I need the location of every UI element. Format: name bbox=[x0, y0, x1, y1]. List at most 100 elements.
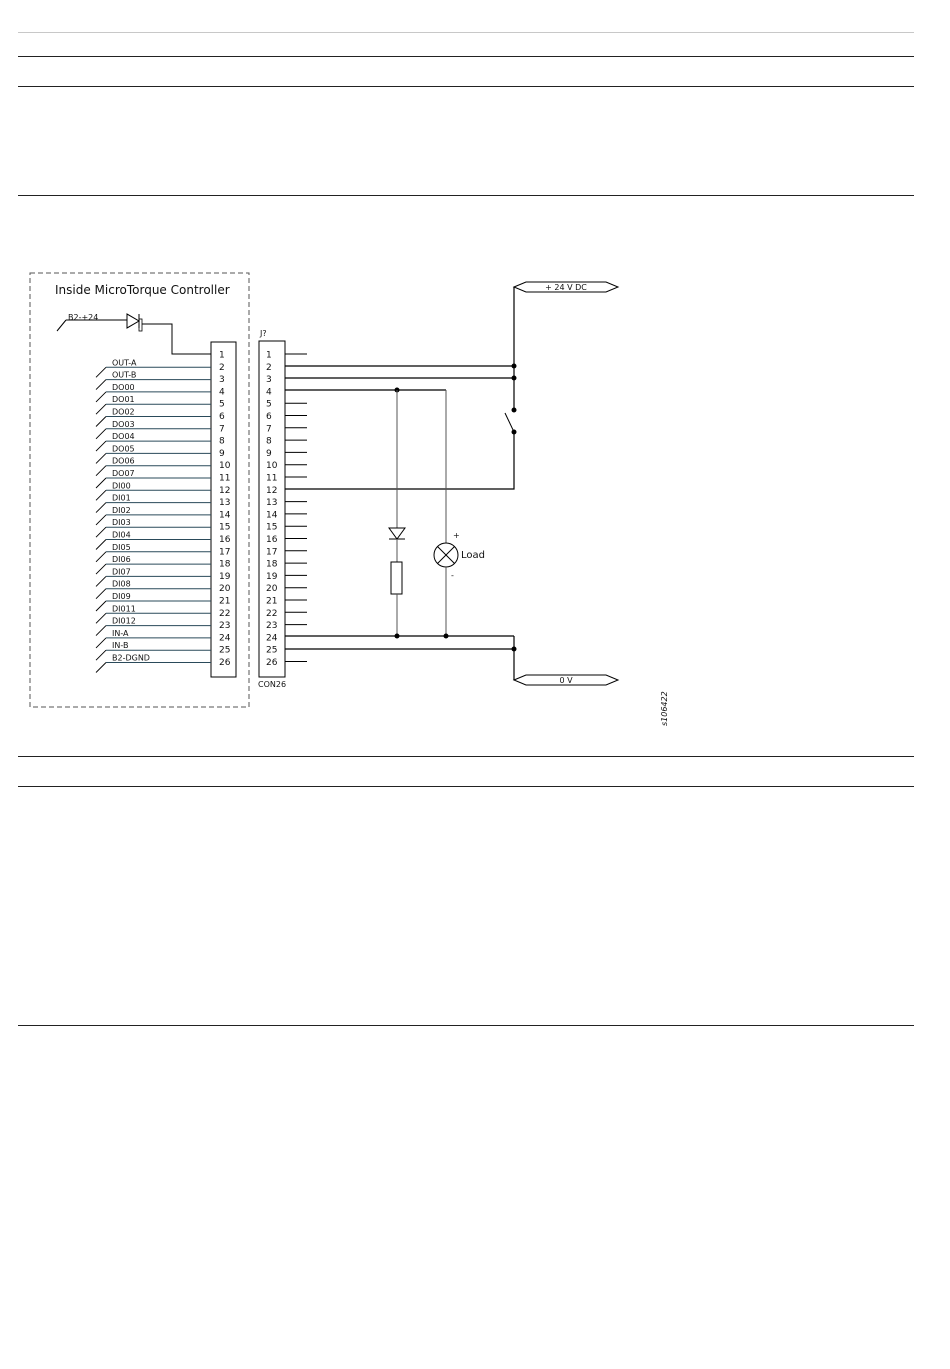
signal-label: DO02 bbox=[112, 408, 135, 417]
controller-pin-number: 4 bbox=[219, 387, 225, 397]
controller-pin-number: 16 bbox=[219, 535, 231, 545]
signal-label: DI012 bbox=[112, 617, 136, 626]
signal-label: DI02 bbox=[112, 506, 131, 515]
signal-label: DI01 bbox=[112, 494, 131, 503]
signal-label: DO05 bbox=[112, 444, 135, 453]
signal-label: DI03 bbox=[112, 518, 131, 527]
con26-pin-number: 1 bbox=[266, 351, 272, 361]
controller-pin-number: 13 bbox=[219, 498, 230, 508]
controller-pin-number: 14 bbox=[219, 510, 231, 520]
controller-pin-number: 9 bbox=[219, 449, 225, 459]
signal-slash bbox=[95, 379, 107, 390]
con26-pin-number: 6 bbox=[266, 412, 272, 422]
signal-label: DI011 bbox=[112, 604, 136, 613]
signal-slash bbox=[95, 428, 107, 440]
signal-label: IN-B bbox=[112, 641, 128, 650]
table-rule-3 bbox=[18, 195, 914, 196]
figure-id: s106422 bbox=[660, 691, 669, 726]
controller-pin-number: 5 bbox=[219, 400, 225, 410]
output-circuit bbox=[285, 387, 459, 636]
supply-bottom-rail bbox=[285, 633, 620, 686]
con26-pin-number: 16 bbox=[266, 535, 278, 545]
con26-pin-number: 11 bbox=[266, 474, 277, 484]
controller-pin-number: 26 bbox=[219, 658, 231, 668]
con26-pin-number: 14 bbox=[266, 510, 278, 520]
signal-slash bbox=[95, 489, 107, 501]
controller-pin-number: 8 bbox=[219, 437, 225, 447]
table-rule-2 bbox=[18, 86, 914, 87]
load-plus-label: + bbox=[453, 531, 460, 540]
con26-pin-number: 17 bbox=[266, 547, 277, 557]
connector-name: CON26 bbox=[258, 680, 286, 689]
signal-label: DO01 bbox=[112, 395, 135, 404]
controller-pin-number: 25 bbox=[219, 646, 230, 656]
signal-label: DI08 bbox=[112, 580, 131, 589]
con26-pin-number: 24 bbox=[266, 633, 278, 643]
controller-pin-number: 10 bbox=[219, 461, 231, 471]
signal-slash bbox=[95, 477, 107, 489]
con26-pin-number: 26 bbox=[266, 658, 278, 668]
signal-label: DI06 bbox=[112, 555, 131, 564]
con26-pin-number: 5 bbox=[266, 400, 272, 410]
signal-label: DO06 bbox=[112, 457, 135, 466]
supply-diode bbox=[56, 313, 211, 355]
con26-pin-number: 20 bbox=[266, 584, 278, 594]
signal-slash bbox=[95, 416, 107, 427]
table-rule-4 bbox=[18, 756, 914, 757]
signal-label: DI00 bbox=[112, 481, 131, 490]
signal-slash bbox=[95, 366, 107, 378]
con26-pin-number: 10 bbox=[266, 461, 278, 471]
signal-label: DI09 bbox=[112, 592, 131, 601]
controller-pin-number: 11 bbox=[219, 474, 230, 484]
controller-pin-number: 24 bbox=[219, 633, 231, 643]
signal-label: OUT-B bbox=[112, 371, 136, 380]
table-rule-6 bbox=[18, 1025, 914, 1026]
controller-pin-number: 2 bbox=[219, 363, 225, 373]
signal-slash bbox=[95, 600, 107, 612]
con26-pin-number: 3 bbox=[266, 375, 272, 385]
supply-top-label: + 24 V DC bbox=[545, 283, 587, 292]
controller-pin-number: 18 bbox=[219, 560, 231, 570]
signal-slash bbox=[95, 649, 107, 661]
signal-label: DI04 bbox=[112, 531, 131, 540]
supply-label: B2-+24 bbox=[68, 313, 98, 322]
supply-top-rail bbox=[285, 281, 620, 490]
signal-slash bbox=[95, 465, 107, 477]
controller-pin-number: 20 bbox=[219, 584, 231, 594]
signal-slash bbox=[95, 502, 107, 513]
signal-slash bbox=[95, 625, 107, 636]
signal-slash bbox=[95, 514, 107, 526]
controller-pin-number: 6 bbox=[219, 412, 225, 422]
controller-pin-number: 17 bbox=[219, 547, 230, 557]
signal-slash bbox=[95, 612, 107, 624]
controller-pin-number: 22 bbox=[219, 609, 230, 619]
con26-pin-number: 8 bbox=[266, 437, 272, 447]
signal-slash bbox=[95, 563, 107, 575]
signal-slash bbox=[95, 588, 107, 600]
signal-label: DO03 bbox=[112, 420, 135, 429]
controller-boundary bbox=[29, 272, 250, 708]
controller-pin-number: 19 bbox=[219, 572, 231, 582]
signal-label: DI07 bbox=[112, 567, 131, 576]
controller-pin-number: 7 bbox=[219, 424, 225, 434]
controller-pin-number: 1 bbox=[219, 351, 225, 361]
connector-ref: J? bbox=[259, 329, 267, 338]
signal-slash bbox=[95, 662, 107, 673]
signal-label: DO00 bbox=[112, 383, 135, 392]
con26-pin-number: 4 bbox=[266, 387, 272, 397]
signal-slash bbox=[95, 526, 107, 538]
controller-title: Inside MicroTorque Controller bbox=[55, 283, 230, 297]
con26-pin-number: 25 bbox=[266, 646, 277, 656]
signal-label: IN-A bbox=[112, 629, 129, 638]
controller-pin-number: 21 bbox=[219, 597, 230, 607]
load-label: Load bbox=[461, 550, 485, 561]
signal-slash bbox=[95, 453, 107, 464]
signal-slash bbox=[95, 403, 107, 415]
controller-pin-number: 12 bbox=[219, 486, 230, 496]
con26-pin-number: 22 bbox=[266, 609, 277, 619]
controller-pin-number: 23 bbox=[219, 621, 230, 631]
con26-pin-number: 23 bbox=[266, 621, 277, 631]
con26-pin-number: 9 bbox=[266, 449, 272, 459]
signal-slash bbox=[95, 551, 107, 563]
